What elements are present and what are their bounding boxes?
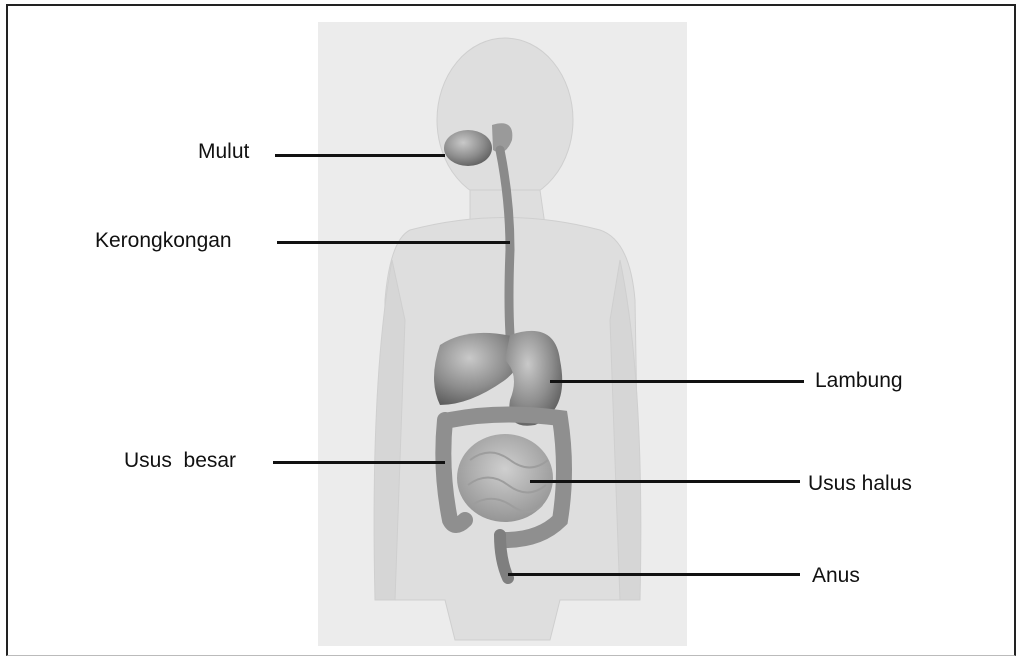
leader-line-mulut bbox=[275, 154, 445, 157]
leader-line-lambung bbox=[550, 380, 804, 383]
label-usus-halus: Usus halus bbox=[808, 472, 912, 496]
label-anus: Anus bbox=[812, 564, 860, 588]
leader-line-anus bbox=[508, 573, 800, 576]
label-mulut: Mulut bbox=[198, 140, 249, 164]
leader-line-usus-halus bbox=[530, 480, 800, 483]
label-lambung: Lambung bbox=[815, 369, 903, 393]
label-usus-besar: Usus besar bbox=[124, 449, 236, 473]
label-kerongkongan: Kerongkongan bbox=[95, 229, 232, 253]
leader-line-usus-besar bbox=[273, 461, 445, 464]
leader-line-kerongkongan bbox=[277, 241, 510, 244]
